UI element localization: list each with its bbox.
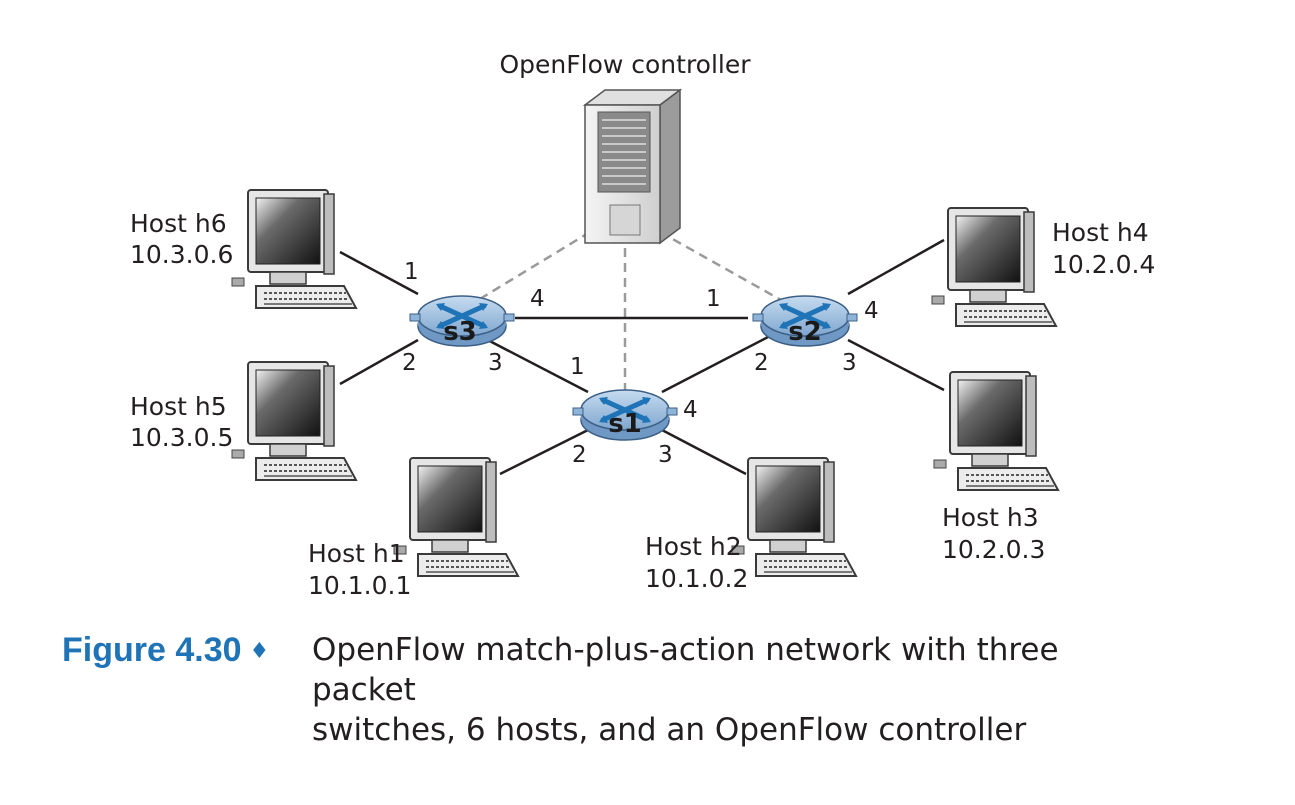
port-s1-s3: 1	[570, 354, 585, 380]
host-h2-name: Host h2	[645, 532, 742, 561]
link-s1-h2	[661, 428, 747, 476]
host-h5-ip: 10.3.0.5	[130, 423, 233, 452]
port-s2-s1: 2	[754, 350, 769, 376]
controller-label: OpenFlow controller	[499, 50, 751, 79]
port-s1-h2: 3	[658, 442, 673, 468]
link-s1-h1	[499, 428, 589, 476]
host-h6-ip: 10.3.0.6	[130, 240, 233, 269]
control-link-s2	[659, 230, 791, 307]
host-h6-computer-icon	[231, 189, 357, 309]
link-s2-s1	[661, 334, 771, 394]
port-s3-s2: 4	[530, 286, 545, 312]
host-h1-ip: 10.1.0.1	[308, 571, 411, 600]
host-h1-name: Host h1	[308, 539, 405, 568]
link-s3-h6	[339, 250, 419, 296]
link-s3-h5	[339, 338, 419, 386]
host-h5-computer-icon	[231, 361, 357, 481]
caption-line-1: OpenFlow match-plus-action network with …	[312, 632, 1059, 708]
link-s2-h3	[847, 338, 945, 392]
port-s3-h6: 1	[404, 259, 419, 285]
figure-caption: Figure 4.30 ♦ OpenFlow match-plus-action …	[62, 630, 1212, 748]
port-s1-s2: 4	[683, 397, 698, 423]
figure-number: Figure 4.30	[62, 631, 242, 669]
port-s2-s3: 1	[706, 286, 721, 312]
caption-diamond-icon: ♦	[249, 639, 270, 664]
host-h2-computer-icon	[731, 457, 857, 577]
host-h4-name: Host h4	[1052, 218, 1149, 247]
switch-s1-label: s1	[608, 409, 642, 439]
host-h1-computer-icon	[393, 457, 519, 577]
host-h3-name: Host h3	[942, 503, 1039, 532]
caption-line-2: switches, 6 hosts, and an OpenFlow contr…	[312, 712, 1027, 748]
caption-text: OpenFlow match-plus-action network with …	[312, 630, 1172, 750]
link-s2-h4	[847, 238, 945, 296]
host-h3-ip: 10.2.0.3	[942, 535, 1045, 564]
host-h6-name: Host h6	[130, 209, 227, 238]
host-h2-ip: 10.1.0.2	[645, 564, 748, 593]
switch-s3-label: s3	[443, 317, 477, 347]
port-s2-h4: 4	[864, 298, 879, 324]
host-h4-ip: 10.2.0.4	[1052, 250, 1155, 279]
link-s3-s1	[479, 334, 589, 394]
port-s1-h1: 2	[572, 442, 587, 468]
control-link-s3	[469, 230, 591, 307]
host-h4-computer-icon	[931, 207, 1057, 327]
host-h3-computer-icon	[933, 371, 1059, 491]
port-s3-h5: 2	[402, 350, 417, 376]
openflow-controller-server-icon	[582, 88, 683, 245]
host-h5-name: Host h5	[130, 392, 227, 421]
switch-s2-label: s2	[788, 317, 822, 347]
port-s2-h3: 3	[842, 350, 857, 376]
port-s3-s1: 3	[488, 350, 503, 376]
